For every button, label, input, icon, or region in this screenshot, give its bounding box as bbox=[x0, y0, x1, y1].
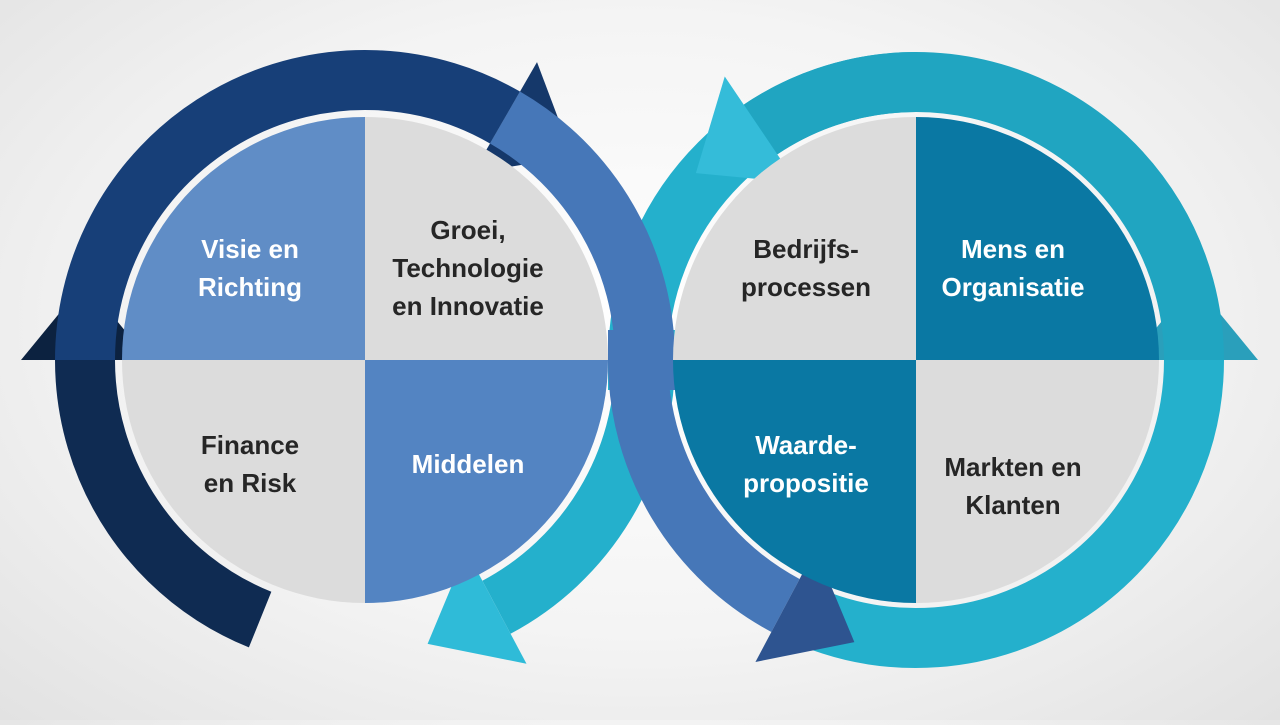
label-markten-en-klanten: Markten en Klanten bbox=[944, 452, 1082, 520]
quadrant-waardepropositie bbox=[673, 360, 916, 603]
label-bedrijfsprocessen: Bedrijfs- processen bbox=[740, 234, 872, 302]
cyan-arrow-left-bottom bbox=[427, 550, 527, 664]
cyan-arrow-top-left bbox=[695, 76, 797, 183]
navy-ring-bottom-left bbox=[55, 359, 272, 648]
label-waardepropositie: Waarde- propositie bbox=[743, 430, 869, 498]
blue-crossing-band bbox=[489, 91, 800, 632]
navy-ring-top bbox=[55, 50, 520, 361]
cyan-ring-bottom-right bbox=[800, 359, 1224, 668]
cyan-ring-top bbox=[743, 52, 1224, 361]
label-finance-en-risk: Finance en Risk bbox=[200, 430, 300, 498]
quadrant-middelen bbox=[365, 360, 608, 603]
label-middelen: Middelen bbox=[411, 449, 525, 479]
blue-arrow-bottom bbox=[755, 548, 855, 662]
highlight-left bbox=[122, 117, 365, 360]
quadrant-bedrijfsprocessen bbox=[673, 117, 916, 360]
label-visie-en-richting: Visie en Richting bbox=[198, 234, 302, 302]
quadrant-mens-en-organisatie bbox=[916, 117, 1159, 360]
quadrant-groei-technologie-innovatie bbox=[365, 117, 608, 360]
label-mens-en-organisatie: Mens en Organisatie bbox=[941, 234, 1085, 302]
quadrant-visie-en-richting bbox=[122, 117, 365, 360]
quadrant-markten-en-klanten bbox=[916, 360, 1159, 603]
quadrant-finance-en-risk bbox=[122, 360, 365, 603]
label-groei-technologie-innovatie: Groei, Technologie en Innovatie bbox=[392, 215, 544, 321]
